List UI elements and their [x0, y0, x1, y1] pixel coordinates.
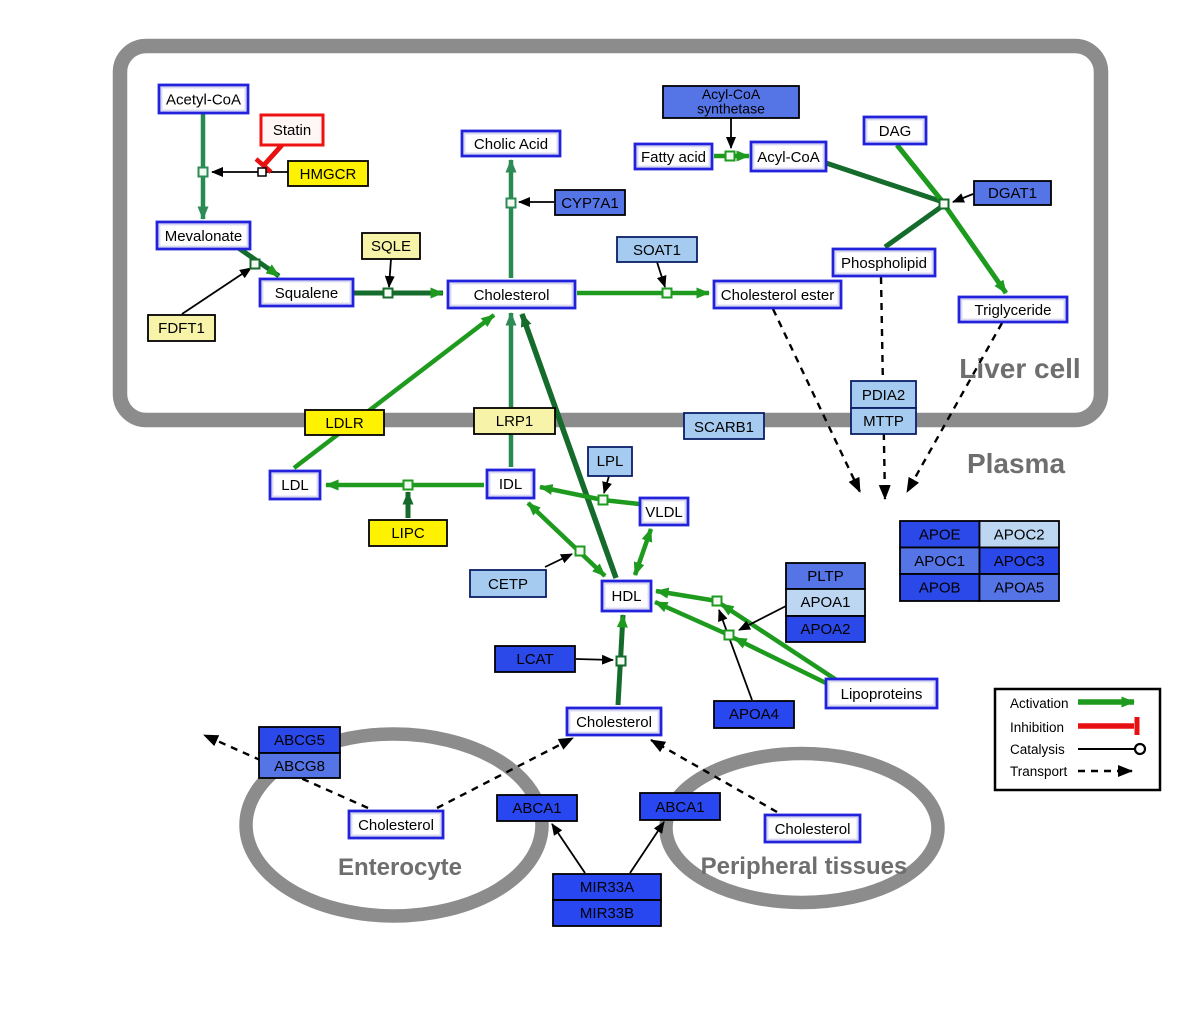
- svg-text:Cholesterol: Cholesterol: [358, 817, 434, 834]
- svg-text:Acyl-CoA: Acyl-CoA: [757, 149, 820, 166]
- svg-text:DGAT1: DGAT1: [988, 185, 1037, 202]
- svg-text:Peripheral tissues: Peripheral tissues: [701, 853, 908, 880]
- svg-text:Inhibition: Inhibition: [1010, 720, 1064, 735]
- svg-text:Triglyceride: Triglyceride: [975, 302, 1052, 319]
- svg-text:Plasma: Plasma: [967, 448, 1065, 479]
- svg-text:CETP: CETP: [488, 576, 528, 593]
- svg-text:SQLE: SQLE: [371, 238, 411, 255]
- svg-text:APOC2: APOC2: [994, 527, 1045, 544]
- svg-text:APOB: APOB: [919, 580, 961, 597]
- svg-text:DAG: DAG: [879, 123, 912, 140]
- svg-text:Fatty acid: Fatty acid: [641, 149, 706, 166]
- svg-text:PDIA2: PDIA2: [862, 387, 905, 404]
- svg-text:APOC3: APOC3: [994, 553, 1045, 570]
- svg-text:PLTP: PLTP: [807, 568, 843, 585]
- svg-text:APOC1: APOC1: [914, 553, 965, 570]
- svg-text:MIR33B: MIR33B: [580, 905, 634, 922]
- svg-text:Catalysis: Catalysis: [1010, 742, 1065, 757]
- svg-text:Phospholipid: Phospholipid: [841, 255, 927, 272]
- svg-text:LPL: LPL: [597, 453, 624, 470]
- svg-text:Squalene: Squalene: [275, 285, 338, 302]
- svg-text:synthetase: synthetase: [697, 101, 765, 117]
- svg-text:Cholesterol ester: Cholesterol ester: [721, 287, 834, 304]
- svg-text:FDFT1: FDFT1: [158, 320, 205, 337]
- svg-text:Cholesterol: Cholesterol: [576, 714, 652, 731]
- svg-text:LDL: LDL: [281, 477, 309, 494]
- svg-text:Cholesterol: Cholesterol: [474, 287, 550, 304]
- svg-text:LIPC: LIPC: [391, 525, 425, 542]
- svg-text:SOAT1: SOAT1: [633, 242, 681, 259]
- svg-text:Cholesterol: Cholesterol: [775, 821, 851, 838]
- svg-text:Enterocyte: Enterocyte: [338, 854, 462, 881]
- svg-text:SCARB1: SCARB1: [694, 419, 754, 436]
- svg-text:Activation: Activation: [1010, 696, 1069, 711]
- svg-text:APOE: APOE: [919, 527, 961, 544]
- svg-text:HDL: HDL: [611, 588, 641, 605]
- svg-text:ABCG8: ABCG8: [274, 758, 325, 775]
- svg-text:LRP1: LRP1: [496, 413, 534, 430]
- svg-text:MTTP: MTTP: [863, 413, 904, 430]
- svg-text:APOA5: APOA5: [994, 580, 1044, 597]
- svg-text:APOA2: APOA2: [800, 621, 850, 638]
- svg-text:Cholic Acid: Cholic Acid: [474, 136, 548, 153]
- svg-text:Liver cell: Liver cell: [959, 353, 1080, 384]
- svg-text:Transport: Transport: [1010, 764, 1068, 779]
- svg-text:ABCA1: ABCA1: [512, 800, 561, 817]
- svg-text:Statin: Statin: [273, 122, 311, 139]
- svg-text:Acetyl-CoA: Acetyl-CoA: [166, 92, 241, 109]
- svg-text:Lipoproteins: Lipoproteins: [841, 686, 923, 703]
- svg-text:Acyl-CoA: Acyl-CoA: [702, 86, 761, 102]
- svg-text:CYP7A1: CYP7A1: [561, 195, 619, 212]
- svg-text:HMGCR: HMGCR: [300, 166, 357, 183]
- svg-text:ABCA1: ABCA1: [655, 799, 704, 816]
- svg-text:IDL: IDL: [499, 476, 522, 493]
- svg-text:MIR33A: MIR33A: [580, 879, 634, 896]
- svg-text:LDLR: LDLR: [325, 415, 364, 432]
- svg-text:VLDL: VLDL: [645, 504, 683, 521]
- svg-text:APOA4: APOA4: [729, 706, 779, 723]
- svg-text:ABCG5: ABCG5: [274, 732, 325, 749]
- svg-text:LCAT: LCAT: [516, 651, 553, 668]
- svg-text:Mevalonate: Mevalonate: [165, 228, 243, 245]
- svg-text:APOA1: APOA1: [800, 594, 850, 611]
